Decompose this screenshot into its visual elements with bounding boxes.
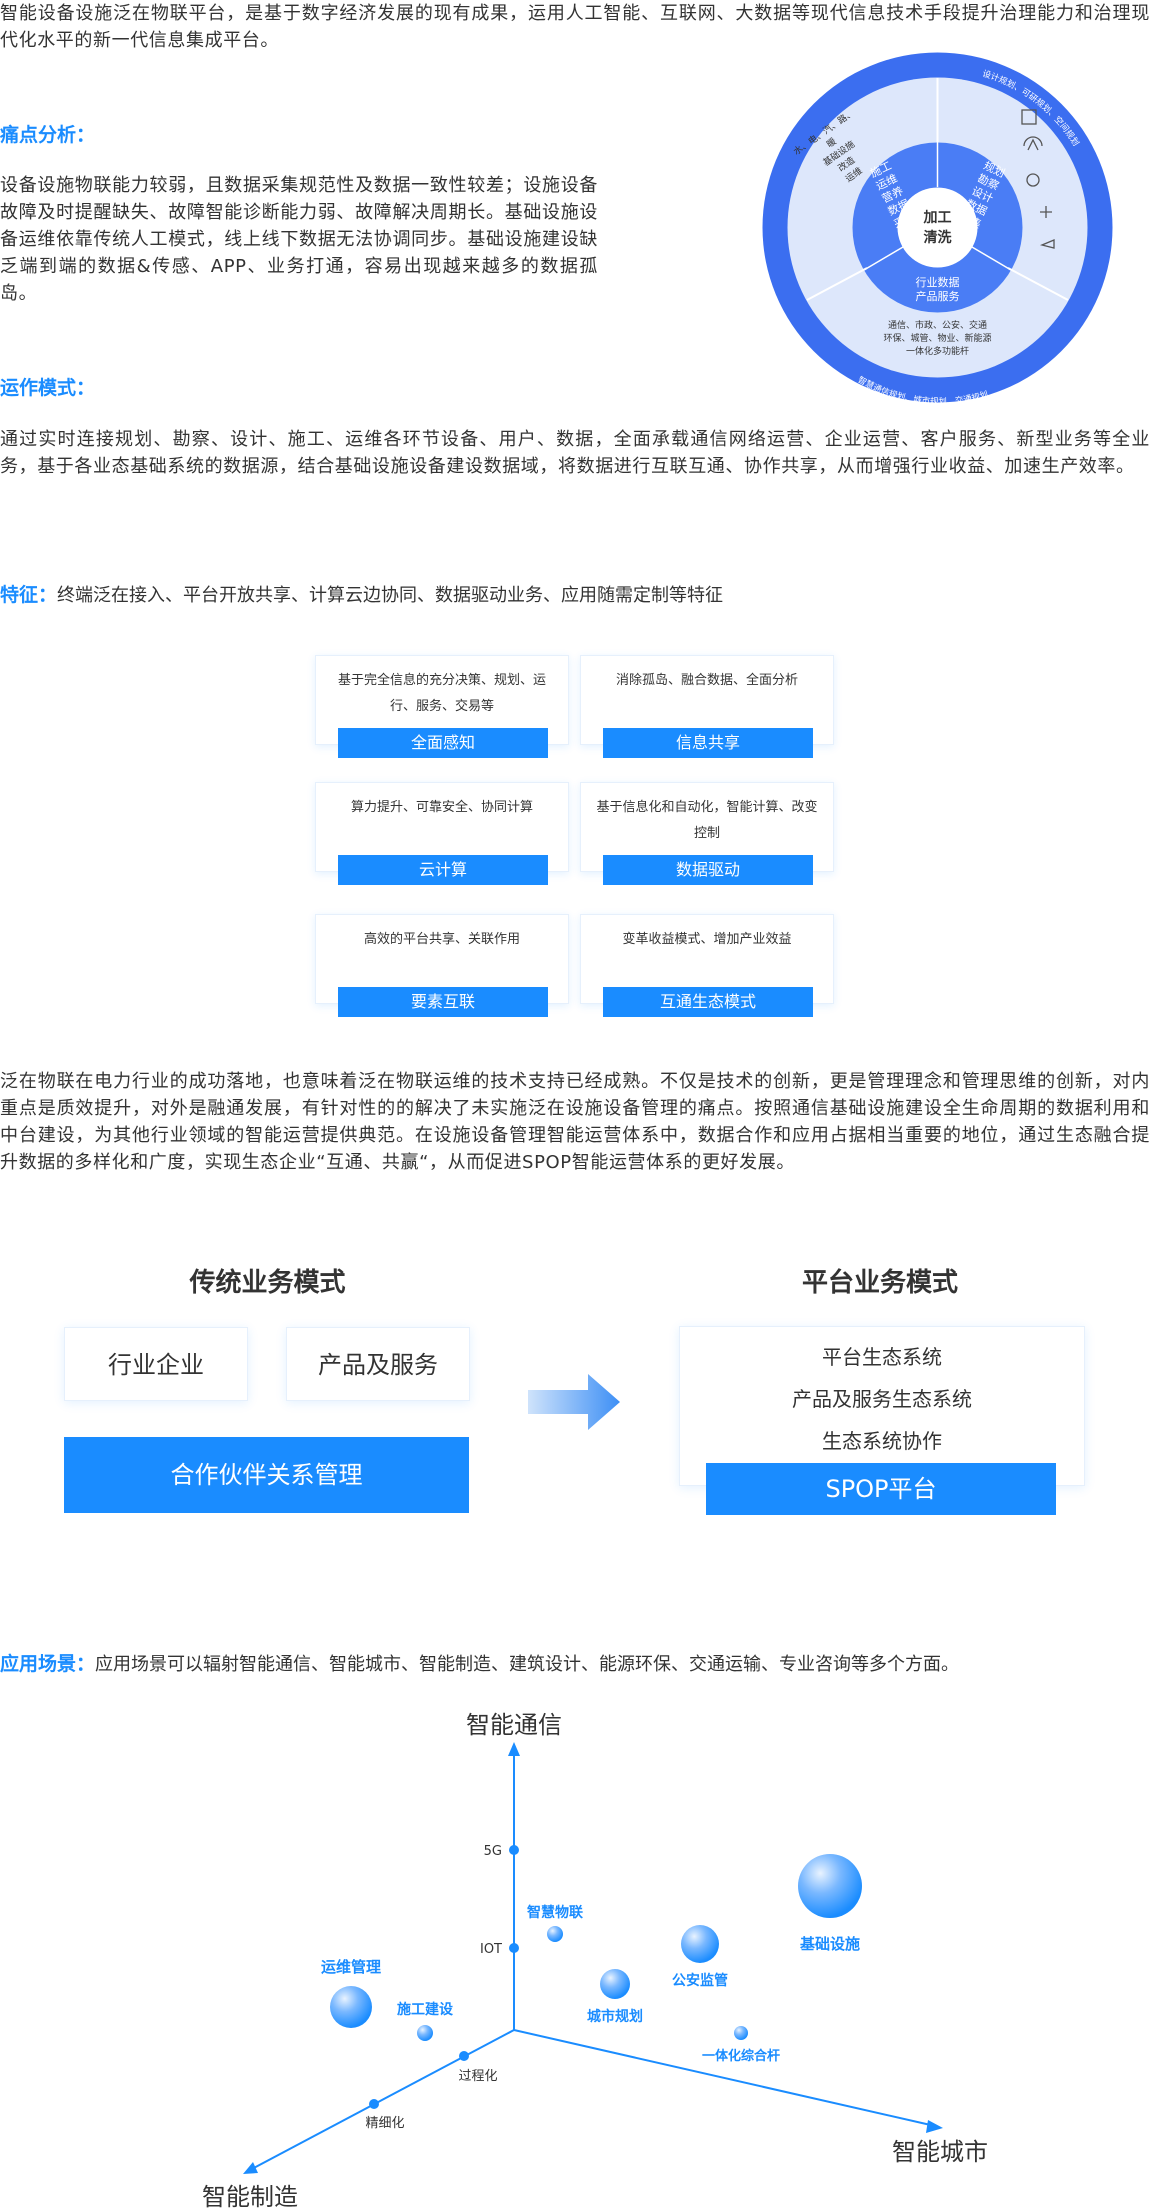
bubble-infrastructure bbox=[798, 1854, 862, 1918]
tick-process-label: 过程化 bbox=[458, 2069, 497, 2084]
platform-circle-diagram: 加工 清洗 施工 运维 营养 数据 采集 规划 勘察 设计 数据 采集 行业数据… bbox=[760, 50, 1115, 407]
bubble-ops-management-label: 运维管理 bbox=[321, 1958, 381, 1976]
tick-5g-label: 5G bbox=[484, 1844, 502, 1859]
bubble-construction-label: 施工建设 bbox=[397, 2001, 454, 2018]
traditional-title: 传统业务模式 bbox=[189, 1268, 346, 1298]
feature-card-label: 云计算 bbox=[338, 855, 548, 885]
pain-points-text: 设备设施物联能力较弱，且数据采集规范性及数据一致性较差；设施设备故障及时提醒缺失… bbox=[0, 175, 598, 304]
center-core bbox=[897, 187, 978, 268]
feature-card-label: 信息共享 bbox=[603, 728, 813, 758]
feature-card-label: 全面感知 bbox=[338, 728, 548, 758]
inner-bottom-1: 行业数据 bbox=[916, 275, 960, 289]
bubble-infrastructure-label: 基础设施 bbox=[799, 1935, 860, 1953]
axis-left-arrow bbox=[243, 2162, 258, 2174]
summary-text: 泛在物联在电力行业的成功落地，也意味着泛在物联运维的技术支持已经成熟。不仅是技术… bbox=[0, 1071, 1150, 1173]
feature-card-desc: 基于信息化和自动化，智能计算、改变控制 bbox=[596, 800, 818, 841]
axis-right-label: 智能城市 bbox=[892, 2138, 988, 2166]
bubble-construction bbox=[417, 2025, 433, 2041]
tick-iot-dot bbox=[509, 1943, 519, 1953]
document-icon bbox=[1021, 109, 1037, 125]
feature-card: 高效的平台共享、关联作用要素互联 bbox=[315, 914, 569, 1017]
traditional-box-industry: 行业企业 bbox=[64, 1327, 248, 1401]
intro-text: 智能设备设施泛在物联平台，是基于数字经济发展的现有成果，运用人工智能、互联网、大… bbox=[0, 3, 1150, 51]
tick-refined-dot bbox=[369, 2099, 379, 2109]
gear-icon bbox=[1026, 173, 1040, 187]
center-text-1: 加工 bbox=[923, 210, 952, 226]
platform-line-3: 生态系统协作 bbox=[822, 1429, 942, 1453]
platform-line-1: 平台生态系统 bbox=[822, 1345, 942, 1369]
axis-up-label: 智能通信 bbox=[466, 1711, 562, 1739]
features-text: 终端泛在接入、平台开放共享、计算云边协同、数据驱动业务、应用随需定制等特征 bbox=[57, 585, 724, 606]
feature-card-desc: 算力提升、可靠安全、协同计算 bbox=[350, 800, 533, 815]
mid-bottom-1: 通信、市政、公安、交通 bbox=[888, 319, 987, 331]
camera-icon bbox=[1039, 239, 1055, 249]
platform-box: 平台生态系统 产品及服务生态系统 生态系统协作 bbox=[679, 1326, 1085, 1486]
inner-bottom-2: 产品服务 bbox=[916, 289, 960, 303]
feature-card: 基于信息化和自动化，智能计算、改变控制数据驱动 bbox=[580, 782, 834, 885]
axis-right-line bbox=[513, 2029, 936, 2127]
operation-heading: 运作模式： bbox=[0, 377, 96, 399]
bubble-smart-iot bbox=[547, 1926, 563, 1942]
signal-icon bbox=[1023, 136, 1043, 151]
tick-5g-dot bbox=[509, 1845, 519, 1855]
platform-title: 平台业务模式 bbox=[801, 1268, 958, 1298]
feature-card: 消除孤岛、融合数据、全面分析信息共享 bbox=[580, 655, 834, 758]
scenarios-heading: 应用场景： bbox=[0, 1653, 96, 1675]
axis-left-label: 智能制造 bbox=[202, 2183, 298, 2208]
bubble-public-security-label: 公安监管 bbox=[672, 1972, 728, 1989]
feature-card-desc: 消除孤岛、融合数据、全面分析 bbox=[615, 673, 798, 688]
bubble-integrated-pole bbox=[734, 2026, 748, 2040]
right-icons bbox=[1021, 109, 1055, 249]
scenario-3d-diagram: 智能通信 智能城市 智能制造 5G IOT 过程化 精细化 智慧物联 公安监管 … bbox=[0, 1700, 1150, 2208]
feature-card-desc: 基于完全信息的充分决策、规划、运行、服务、交易等 bbox=[337, 673, 546, 714]
center-text-2: 清洗 bbox=[924, 229, 952, 246]
scenarios-text: 应用场景可以辐射智能通信、智能城市、智能制造、建筑设计、能源环保、交通运输、专业… bbox=[95, 1654, 960, 1675]
axis-left-line bbox=[249, 2029, 515, 2171]
bubble-integrated-pole-label: 一体化综合杆 bbox=[702, 2048, 780, 2064]
axis-up-arrow bbox=[508, 1742, 520, 1756]
feature-card-label: 数据驱动 bbox=[603, 855, 813, 885]
operation-text: 通过实时连接规划、勘察、设计、施工、运维各环节设备、用户、数据，全面承载通信网络… bbox=[0, 429, 1150, 477]
arrow-icon bbox=[528, 1374, 620, 1430]
feature-card-label: 要素互联 bbox=[338, 987, 548, 1017]
traditional-box-products: 产品及服务 bbox=[286, 1327, 470, 1401]
axis-right-arrow bbox=[926, 2120, 943, 2133]
feature-card: 变革收益模式、增加产业效益互通生态模式 bbox=[580, 914, 834, 1017]
mid-bottom-3: 一体化多功能杆 bbox=[906, 345, 969, 357]
mid-bottom-2: 环保、城管、物业、新能源 bbox=[883, 332, 991, 344]
spop-platform-bar: SPOP平台 bbox=[706, 1463, 1056, 1515]
tick-refined-label: 精细化 bbox=[365, 2116, 404, 2131]
bubble-ops-management bbox=[330, 1986, 372, 2028]
feature-card: 算力提升、可靠安全、协同计算云计算 bbox=[315, 782, 569, 885]
scenarios-heading-row: 应用场景：应用场景可以辐射智能通信、智能城市、智能制造、建筑设计、能源环保、交通… bbox=[0, 1649, 959, 1676]
bubble-smart-iot-label: 智慧物联 bbox=[526, 1904, 584, 1921]
platform-line-2: 产品及服务生态系统 bbox=[792, 1387, 972, 1411]
features-heading: 特征： bbox=[0, 584, 58, 606]
bubble-city-planning bbox=[600, 1969, 630, 1999]
features-heading-row: 特征：终端泛在接入、平台开放共享、计算云边协同、数据驱动业务、应用随需定制等特征 bbox=[0, 580, 723, 607]
traditional-partner-bar: 合作伙伴关系管理 bbox=[64, 1437, 469, 1513]
feature-card-desc: 变革收益模式、增加产业效益 bbox=[622, 932, 792, 947]
feature-card-label: 互通生态模式 bbox=[603, 987, 813, 1017]
tick-iot-label: IOT bbox=[480, 1942, 502, 1957]
feature-card-desc: 高效的平台共享、关联作用 bbox=[363, 932, 520, 947]
pain-points-heading: 痛点分析： bbox=[0, 124, 96, 146]
bubble-city-planning-label: 城市规划 bbox=[587, 2008, 643, 2025]
tick-process-dot bbox=[459, 2051, 469, 2061]
bubble-public-security bbox=[681, 1925, 719, 1963]
feature-card: 基于完全信息的充分决策、规划、运行、服务、交易等全面感知 bbox=[315, 655, 569, 758]
crosshair-icon bbox=[1040, 206, 1052, 218]
